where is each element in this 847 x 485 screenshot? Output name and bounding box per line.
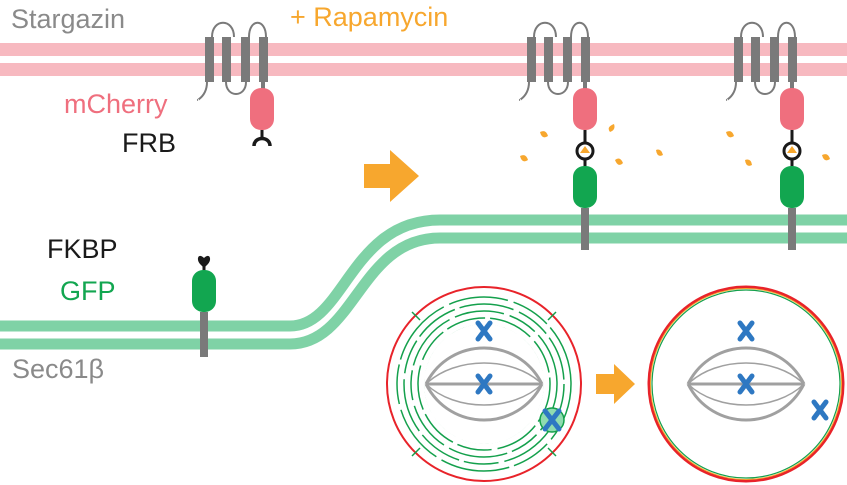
mitotic-cell-after (647, 285, 845, 483)
gfp-label: GFP (60, 276, 116, 306)
fkbp-domain-icon (197, 255, 211, 272)
er-membrane (0, 214, 847, 350)
stargazin-protein (196, 21, 268, 101)
stargazin-label: Stargazin (11, 4, 126, 34)
sec61b-label: Sec61β (12, 354, 105, 384)
frb-fkbp-rapamycin-complex (575, 130, 595, 167)
mcherry-tag (250, 88, 274, 130)
mcherry-label: mCherry (64, 89, 168, 119)
chromosome-icon (475, 320, 493, 395)
gfp-tag (780, 166, 804, 208)
stargazin-protein (725, 21, 797, 101)
mcherry-tag (573, 88, 597, 130)
sec61b-protein (200, 312, 208, 357)
rapamycin-label: + Rapamycin (290, 2, 449, 32)
stargazin-protein (518, 21, 590, 101)
sec61b-protein (581, 208, 589, 250)
fkbp-label: FKBP (47, 234, 118, 264)
frb-fkbp-rapamycin-complex (782, 130, 802, 167)
right-arrow-icon (596, 364, 635, 404)
chromosome-icon (737, 320, 829, 421)
gfp-tag (573, 166, 597, 208)
gfp-tag (192, 270, 216, 312)
plasma-membrane (0, 43, 847, 76)
right-arrow-icon (364, 150, 419, 202)
frb-label: FRB (122, 128, 176, 158)
frb-domain-icon (252, 130, 272, 147)
sec61b-protein (788, 208, 796, 250)
misaligned-chromosome-with-er (539, 407, 565, 433)
mitotic-cell-before (386, 286, 582, 482)
mcherry-tag (780, 88, 804, 130)
rapamycin-molecules (520, 124, 830, 166)
